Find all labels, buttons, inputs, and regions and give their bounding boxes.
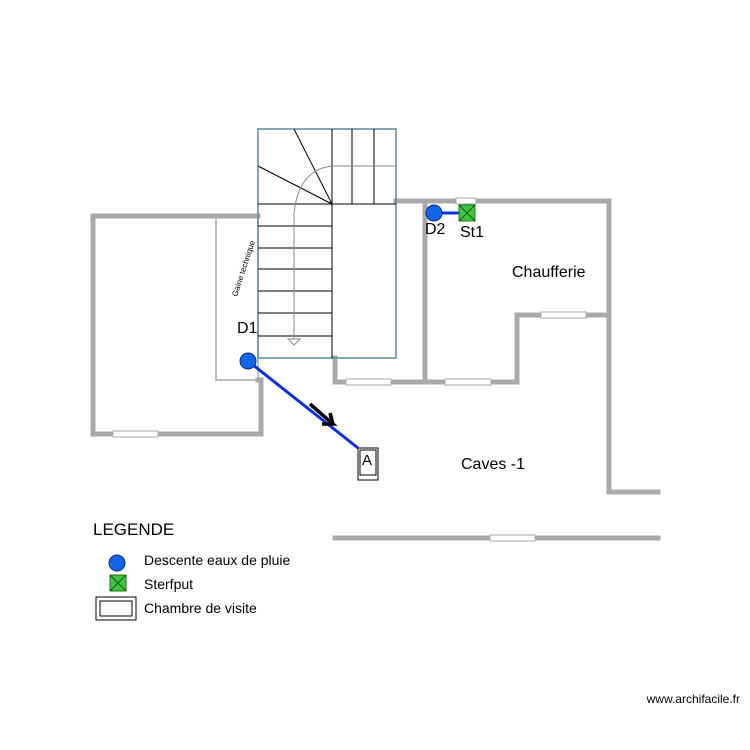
opening-bottom-wall (489, 534, 536, 542)
flow-arrow-icon (308, 402, 338, 426)
opening-top (455, 197, 477, 205)
point-label-st1: St1 (460, 224, 485, 241)
staircase (257, 128, 397, 359)
opening-chaufferie-right (540, 311, 587, 319)
watermark: www.archifacile.fr (646, 692, 740, 706)
opening-left-bottom (112, 430, 159, 438)
gaine-technique-label: Gaine technique (230, 239, 257, 298)
legend-item-sterfput: Sterfput (144, 576, 194, 592)
point-label-d1: D1 (237, 320, 258, 337)
wall-left-room (90, 213, 264, 437)
legend-chambre-icon (95, 596, 137, 621)
sterfput-st1-icon (458, 204, 476, 222)
pipe-d1-a (247, 359, 359, 450)
stair-arrow-icon (286, 338, 302, 346)
wall-middle-left (332, 355, 428, 385)
legend-title: LEGENDE (93, 520, 175, 539)
legend-item-descente: Descente eaux de pluie (144, 552, 291, 568)
opening-chaufferie-bottom (444, 378, 492, 386)
point-label-d2: D2 (425, 221, 446, 238)
opening-middle (345, 378, 392, 386)
point-label-a: A (362, 452, 373, 469)
room-label-caves: Caves -1 (461, 456, 526, 473)
openings (112, 197, 587, 542)
room-label-chaufferie: Chaufferie (512, 264, 586, 281)
wall-right-top (393, 198, 661, 495)
chambre-a-icon (357, 447, 379, 481)
stair-outline (257, 128, 397, 359)
descente-d2-icon (425, 204, 443, 222)
walls (90, 198, 661, 541)
legend-item-chambre: Chambre de visite (144, 600, 257, 616)
legend-sterfput-icon (109, 574, 127, 592)
stair-walk-line (293, 165, 396, 340)
wall-chaufferie-left (422, 198, 612, 385)
legend-descente-icon (108, 554, 126, 572)
descente-d1-icon (239, 352, 257, 370)
